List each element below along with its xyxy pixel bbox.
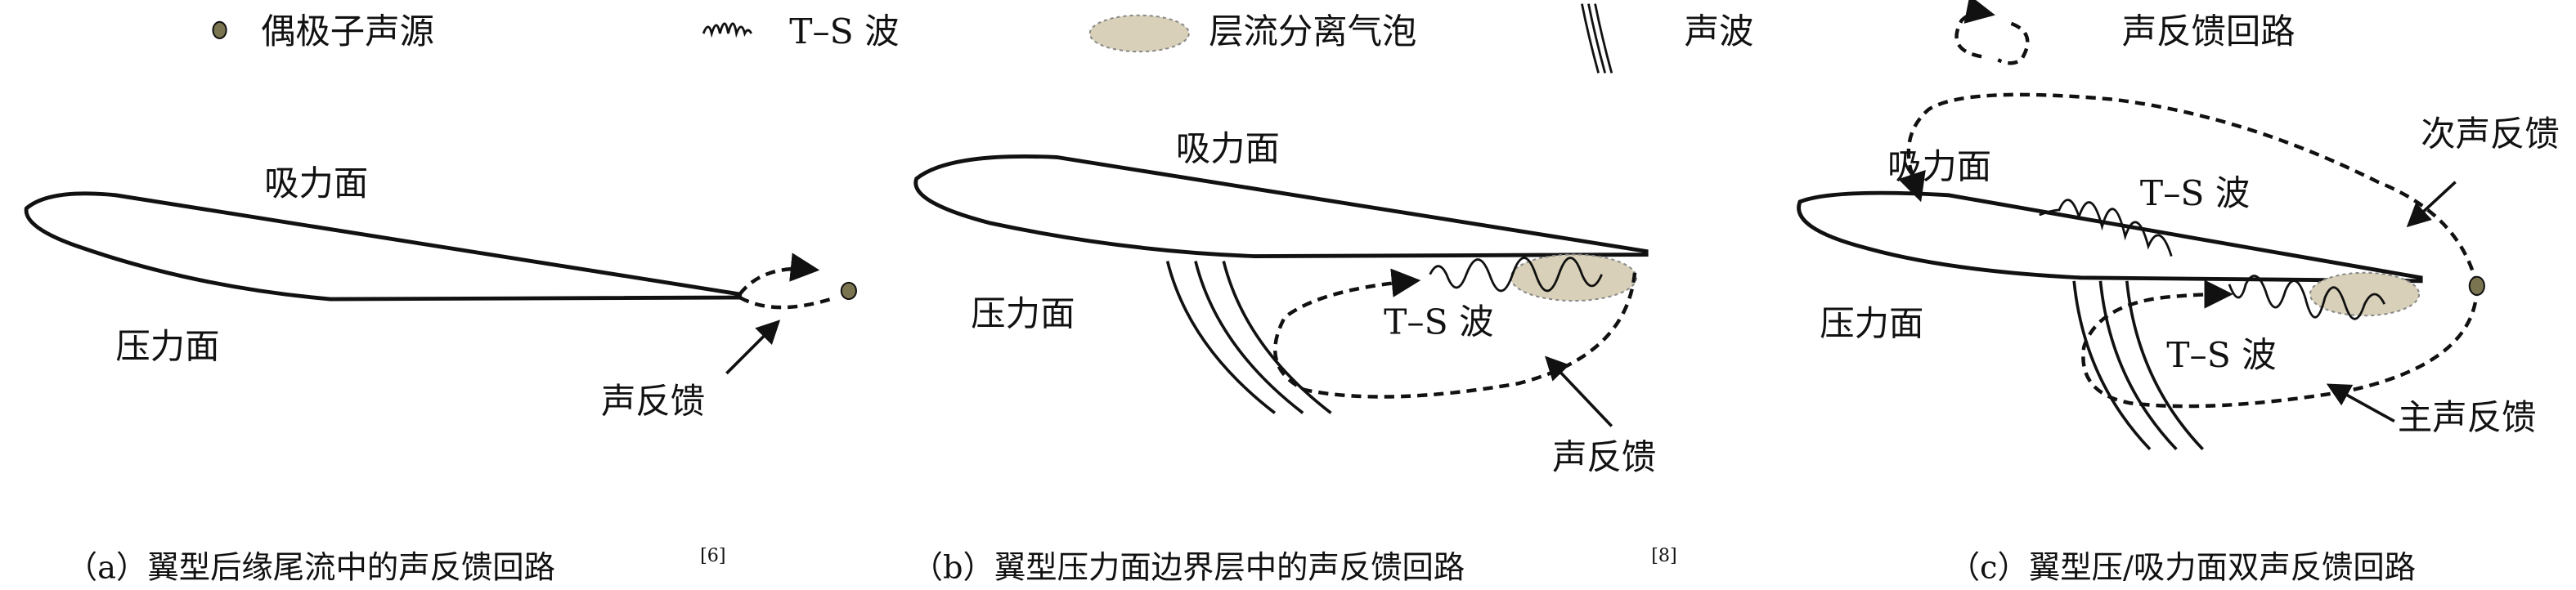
pointer-arrow	[2406, 181, 2457, 228]
secondary-feedback-label: 次声反馈	[2421, 114, 2560, 154]
dipole-source-icon	[2468, 275, 2485, 297]
suction-side-label: 吸力面	[264, 163, 368, 203]
ts-wave-label: T–S 波	[2140, 173, 2250, 213]
primary-feedback-loop	[2081, 279, 2480, 409]
feedback-loop-icon	[1997, 21, 2030, 65]
legend-label: 层流分离气泡	[1209, 11, 1416, 51]
caption-ref: [8]	[1651, 545, 1676, 566]
legend-label: 偶极子声源	[261, 11, 434, 51]
pressure-side-label: 压力面	[1820, 303, 1923, 343]
acoustic-wave-icon	[1581, 3, 1613, 74]
secondary-feedback-loop	[1898, 92, 2480, 287]
panel-b: 吸力面 压力面 T–S 波 声反馈 （b）翼型压力面边界层中的声反馈回路 [8]	[912, 128, 1677, 586]
ts-wave-bottom	[2228, 275, 2386, 320]
legend-label: T–S 波	[789, 11, 899, 51]
acoustic-waves	[1165, 261, 1332, 414]
feedback-loop	[738, 253, 820, 296]
separation-bubble-icon	[1088, 14, 1190, 53]
feedback-loop-icon	[1954, 0, 1995, 59]
airfoil	[24, 191, 743, 302]
suction-side-label: 吸力面	[1887, 147, 1991, 187]
airfoil	[913, 154, 1649, 258]
pointer-arrow	[2326, 383, 2395, 423]
ts-wave-label: T–S 波	[1384, 302, 1493, 342]
caption-c: （c）翼型压/吸力面双声反馈回路	[1949, 549, 2416, 586]
panel-c: 吸力面 T–S 波 次声反馈 压力面 T–S 波 主声反馈 （c）翼型压/吸力面…	[1797, 92, 2560, 586]
separation-bubble	[2309, 271, 2421, 317]
caption-ref: [6]	[700, 545, 725, 566]
suction-side-label: 吸力面	[1176, 128, 1280, 168]
feedback-loop	[1272, 268, 1637, 399]
ts-wave-top	[2039, 199, 2173, 257]
caption-a: （a）翼型后缘尾流中的声反馈回路	[66, 549, 555, 586]
dipole-source-icon	[840, 281, 857, 301]
legend: 偶极子声源 T–S 波 层流分离气泡 声波 声反馈回路	[212, 0, 2296, 74]
pressure-side-label: 压力面	[971, 293, 1075, 333]
panel-a: 吸力面 压力面 声反馈 （a）翼型后缘尾流中的声反馈回路 [6]	[24, 163, 857, 586]
pointer-arrow	[1545, 355, 1613, 427]
airfoil	[1797, 190, 2423, 284]
pressure-side-label: 压力面	[115, 327, 219, 367]
pointer-arrow	[725, 320, 781, 375]
ts-wave-label: T–S 波	[2166, 335, 2276, 375]
primary-feedback-label: 主声反馈	[2398, 398, 2537, 438]
caption-b: （b）翼型压力面边界层中的声反馈回路	[912, 549, 1465, 586]
feedback-loop	[738, 295, 837, 310]
dipole-source-icon	[212, 20, 227, 40]
feedback-label: 声反馈	[1552, 437, 1656, 477]
feedback-label: 声反馈	[601, 381, 705, 421]
ts-wave	[1429, 257, 1603, 293]
legend-label: 声波	[1685, 11, 1754, 51]
ts-wave-icon	[702, 22, 753, 38]
legend-label: 声反馈回路	[2122, 11, 2296, 51]
